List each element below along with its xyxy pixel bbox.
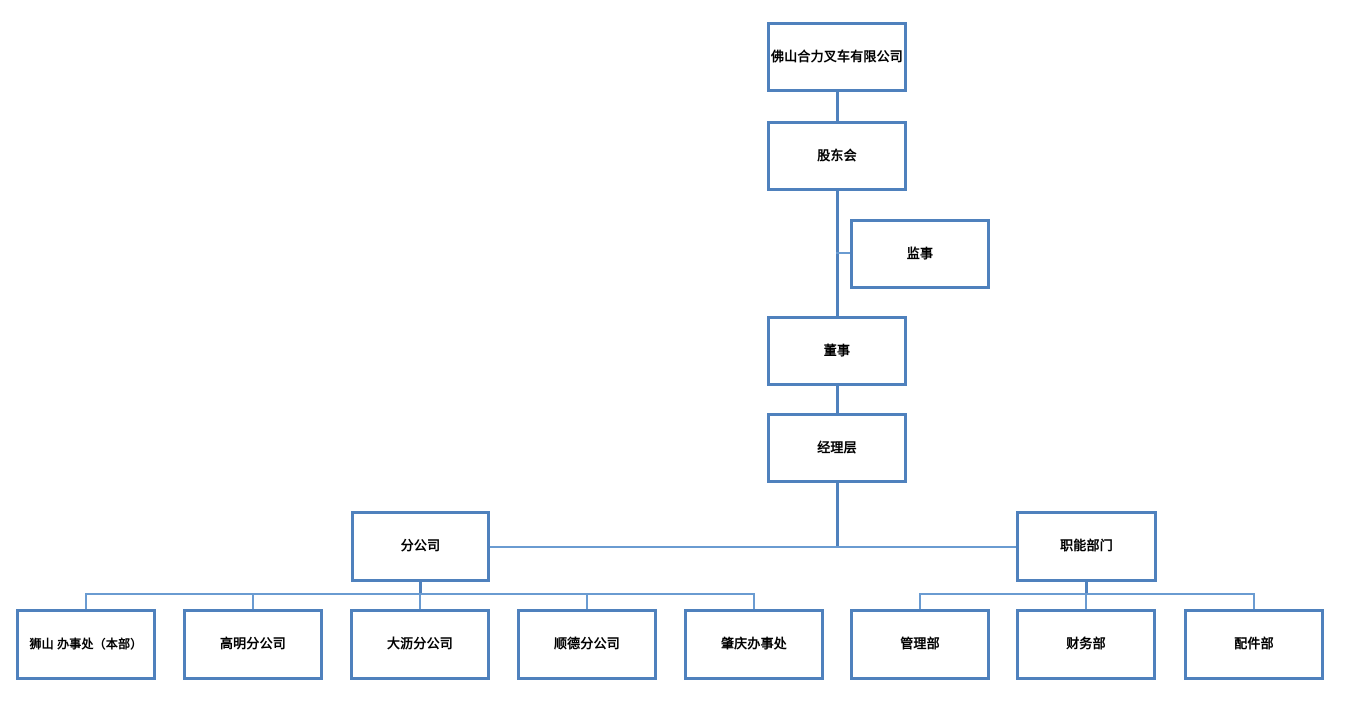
- node-company[interactable]: 佛山合力叉车有限公司: [767, 22, 907, 92]
- node-functional-child-2[interactable]: 财务部: [1016, 609, 1156, 680]
- connector-branches-drop: [419, 582, 422, 595]
- node-branches[interactable]: 分公司: [351, 511, 490, 582]
- node-functional-child-2-label: 财务部: [1066, 636, 1106, 652]
- node-branch-child-2-label: 高明分公司: [219, 636, 286, 652]
- node-branch-child-5[interactable]: 肇庆办事处: [684, 609, 824, 680]
- node-branch-child-3-label: 大沥分公司: [386, 636, 453, 652]
- connector-stub-functional-2: [1085, 593, 1087, 609]
- connector-stub-functional-3: [1253, 593, 1255, 609]
- connector-stub-branch-5: [753, 593, 755, 609]
- node-branch-child-1[interactable]: 狮山 办事处（本部）: [16, 609, 156, 680]
- node-branch-child-2[interactable]: 高明分公司: [183, 609, 323, 680]
- node-supervisor[interactable]: 监事: [850, 219, 990, 289]
- connector-director-to-management: [836, 386, 839, 413]
- connector-stub-branch-1: [85, 593, 87, 609]
- node-shareholders-label: 股东会: [817, 147, 857, 163]
- node-branch-child-1-label: 狮山 办事处（本部）: [29, 637, 143, 651]
- node-branch-child-4[interactable]: 顺德分公司: [517, 609, 657, 680]
- node-director-label: 董事: [823, 342, 851, 358]
- connector-bus-functional-children: [919, 593, 1255, 595]
- node-supervisor-label: 监事: [906, 245, 934, 261]
- connector-management-drop: [836, 483, 839, 547]
- connector-functional-drop: [1085, 582, 1088, 595]
- node-shareholders[interactable]: 股东会: [767, 121, 907, 191]
- node-branch-child-3[interactable]: 大沥分公司: [350, 609, 490, 680]
- node-functional-child-3[interactable]: 配件部: [1184, 609, 1324, 680]
- node-functional-label: 职能部门: [1060, 538, 1113, 554]
- connector-spine-to-supervisor: [836, 252, 852, 254]
- node-functional-child-3-label: 配件部: [1234, 636, 1274, 652]
- connector-stub-functional-1: [919, 593, 921, 609]
- node-company-label: 佛山合力叉车有限公司: [771, 48, 904, 64]
- node-functional[interactable]: 职能部门: [1016, 511, 1157, 582]
- connector-stub-branch-2: [252, 593, 254, 609]
- node-branch-child-4-label: 顺德分公司: [553, 636, 620, 652]
- connector-stub-branch-4: [586, 593, 588, 609]
- node-branches-label: 分公司: [400, 538, 441, 554]
- node-functional-child-1[interactable]: 管理部: [850, 609, 990, 680]
- connector-company-to-shareholders: [836, 92, 839, 121]
- node-branch-child-5-label: 肇庆办事处: [720, 636, 787, 652]
- node-director[interactable]: 董事: [767, 316, 907, 386]
- node-management[interactable]: 经理层: [767, 413, 907, 483]
- connector-stub-branch-3: [419, 593, 421, 609]
- node-functional-child-1-label: 管理部: [900, 636, 940, 652]
- connector-bus-level5: [490, 546, 1017, 548]
- node-management-label: 经理层: [817, 439, 857, 455]
